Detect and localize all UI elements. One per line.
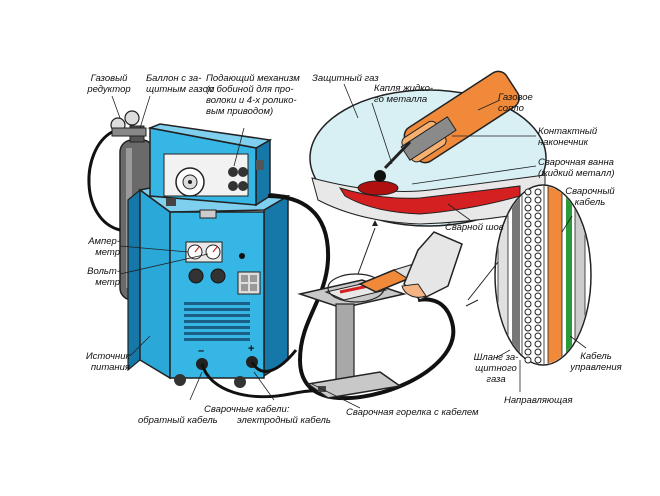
coil-dot (534, 292, 542, 300)
weld-zoom-detail (309, 70, 547, 275)
coil-dot (534, 212, 542, 220)
label-gas-cylinder: Баллон с за- щитным газом (146, 73, 215, 95)
vent-slot (184, 320, 250, 323)
coil-dot (524, 308, 532, 316)
coil-dot (524, 284, 532, 292)
label-electrode-cable: электродный кабель (237, 415, 331, 426)
coil-dot (524, 260, 532, 268)
vent-slot (184, 308, 250, 311)
coil-dot (524, 188, 532, 196)
torch-cable (267, 194, 456, 401)
coil-dot (524, 268, 532, 276)
coil-dot (534, 316, 542, 324)
label-return-cable: обратный кабель (138, 415, 218, 426)
coil-dot (524, 252, 532, 260)
gas-reducer (110, 110, 147, 137)
coil-dot (524, 316, 532, 324)
coil-dot (534, 204, 542, 212)
feed-rollers (228, 167, 248, 191)
label-feed-mechanism: Подающий механизм (с бобиной для про- во… (206, 73, 300, 117)
label-weld-seam: Сварной шов (445, 222, 504, 233)
label-gas-hose: Шланг за- щитного газа (473, 352, 519, 385)
metal-droplet-shape (374, 170, 386, 182)
coil-dot (534, 284, 542, 292)
coil-dot (524, 196, 532, 204)
coil-dot (534, 196, 542, 204)
label-ammeter: Ампер- метр (88, 236, 120, 258)
return-cable (200, 363, 323, 399)
coil-dot (534, 220, 542, 228)
voltmeter-gauge (205, 244, 221, 260)
coil-dot (524, 228, 532, 236)
coil-dot (524, 244, 532, 252)
label-torch-with-cable: Сварочная горелка с кабелем (346, 407, 479, 418)
control-knob[interactable] (210, 268, 226, 284)
welder-glove (401, 231, 463, 301)
leader-lines (111, 95, 587, 409)
svg-text:–: – (198, 345, 204, 357)
electrode-cable (250, 349, 298, 373)
coil-dot (524, 236, 532, 244)
label-contact-tip: Контактный наконечник (538, 126, 598, 148)
wire-spool (175, 167, 205, 197)
coil-dot (524, 324, 532, 332)
coil-dot (534, 356, 542, 364)
coil-dot (534, 332, 542, 340)
coil-dot (534, 236, 542, 244)
welding-table (297, 273, 407, 399)
coil-dot (534, 244, 542, 252)
label-wire-guide: Направляющая (504, 395, 573, 406)
coil-dot (524, 220, 532, 228)
control-knob[interactable] (188, 268, 204, 284)
coil-dot (524, 332, 532, 340)
cable-zoom-detail (465, 184, 592, 366)
coil-dot (534, 268, 542, 276)
coil-dot (534, 340, 542, 348)
coil-dot (524, 212, 532, 220)
wire-guide-coil (524, 188, 542, 364)
label-shielding-gas: Защитный газ (312, 73, 379, 84)
vent-slot (184, 326, 250, 329)
label-gas-nozzle: Газовое сопло (498, 92, 533, 114)
label-metal-droplet: Капля жидко- го металла (374, 83, 434, 105)
coil-dot (534, 276, 542, 284)
coil-dot (534, 348, 542, 356)
coil-dot (534, 260, 542, 268)
coil-dot (534, 308, 542, 316)
coil-dot (534, 228, 542, 236)
coil-dot (524, 348, 532, 356)
coil-dot (524, 340, 532, 348)
coil-dot (524, 292, 532, 300)
coil-dot (524, 204, 532, 212)
label-voltmeter: Вольт- метр (87, 266, 120, 288)
coil-dot (524, 356, 532, 364)
coil-dot (524, 300, 532, 308)
coil-dot (534, 324, 542, 332)
label-control-cable: Кабель управления (570, 351, 622, 373)
coil-dot (534, 252, 542, 260)
coil-dot (534, 300, 542, 308)
wire-feed-mechanism (147, 123, 273, 219)
coil-dot (524, 276, 532, 284)
power-source: – + (127, 181, 291, 388)
label-weld-pool: Сварочная ванна (жидкий металл) (538, 157, 615, 179)
vent-grille (184, 302, 250, 341)
label-welding-cables: Сварочные кабели: (204, 404, 290, 415)
vent-slot (184, 332, 250, 335)
coil-dot (534, 188, 542, 196)
label-welding-cable-right: Сварочный кабель (565, 186, 615, 208)
label-power-source: Источник питания (85, 351, 130, 373)
weld-pool-shape (357, 180, 399, 196)
weld-seam-shape (338, 185, 521, 215)
vent-slot (184, 302, 250, 305)
vent-slot (184, 314, 250, 317)
vent-slot (184, 338, 250, 341)
svg-text:+: + (248, 343, 254, 355)
label-gas-reducer: Газовый редуктор (87, 73, 131, 95)
gas-nozzle-shape (400, 70, 520, 164)
